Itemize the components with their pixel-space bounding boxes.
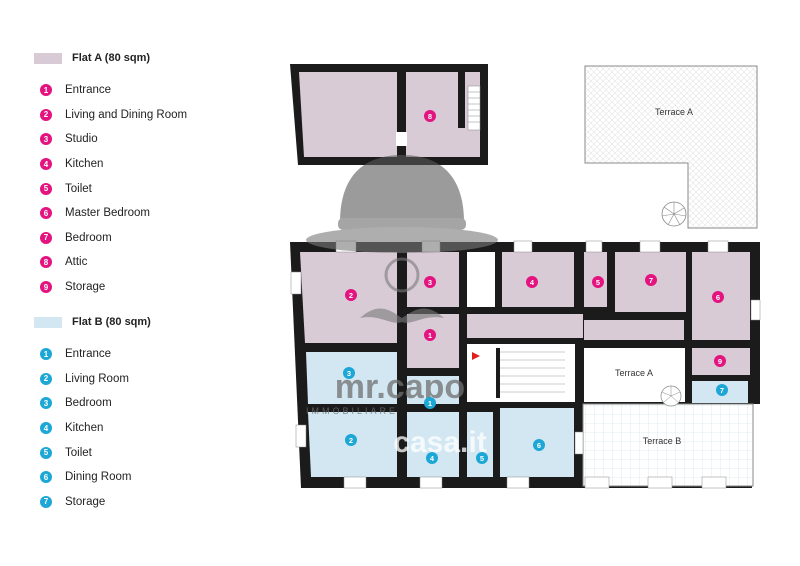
- flat-b-swatch: [34, 316, 62, 328]
- legend-label-b-4: Kitchen: [65, 422, 104, 435]
- flat-a-swatch: [34, 52, 62, 64]
- legend-item-b-4: 4 Kitchen: [34, 416, 151, 441]
- plan-marker-a-bedroom: 7: [649, 276, 653, 285]
- legend-flat-b: Flat B (80 sqm) 1 Entrance 2 Living Room 3…: [34, 314, 151, 514]
- legend-flat-a: Flat A (80 sqm) 1 Entrance 2 Living and Di…: [34, 50, 187, 299]
- watermark-subtitle: IMMOBILIARE: [306, 406, 398, 416]
- terrace-a-lower-label: Terrace A: [615, 368, 653, 378]
- legend-item-b-1: 1 Entrance: [34, 342, 151, 367]
- legend-item-a-1: 1 Entrance: [34, 78, 187, 103]
- legend-label-a-3: Studio: [65, 133, 98, 146]
- marker-a-3: 3: [40, 133, 52, 146]
- legend-label-a-6: Master Bedroom: [65, 207, 151, 220]
- legend-label-b-5: Toilet: [65, 446, 92, 459]
- flat-b-markers: 3 1 2 4 5 6 7: [343, 367, 728, 464]
- plan-marker-b-kitchen: 4: [430, 454, 435, 463]
- watermark-site: casa.it: [393, 426, 486, 459]
- terrace-a-upper-label: Terrace A: [655, 107, 693, 117]
- upper-terrace: [584, 65, 758, 229]
- legend-item-b-6: 6 Dining Room: [34, 465, 151, 490]
- legend-item-a-2: 2 Living and Dining Room: [34, 103, 187, 128]
- legend-label-b-6: Dining Room: [65, 471, 132, 484]
- flat-b-title: Flat B (80 sqm): [72, 316, 151, 328]
- legend-item-a-4: 4 Kitchen: [34, 152, 187, 177]
- legend-item-a-8: 8 Attic: [34, 250, 187, 275]
- marker-a-6: 6: [40, 207, 52, 220]
- legend-item-a-7: 7 Bedroom: [34, 226, 187, 251]
- legend-label-b-7: Storage: [65, 495, 106, 508]
- plan-marker-b-bedroom: 3: [347, 369, 351, 378]
- marker-b-1: 1: [40, 348, 52, 361]
- marker-b-2: 2: [40, 372, 52, 385]
- marker-b-5: 5: [40, 446, 52, 459]
- legend-label-a-2: Living and Dining Room: [65, 108, 188, 121]
- plan-marker-a-studio: 3: [428, 278, 432, 287]
- legend-item-b-5: 5 Toilet: [34, 440, 151, 465]
- legend-label-a-4: Kitchen: [65, 158, 104, 171]
- legend-item-a-5: 5 Toilet: [34, 176, 187, 201]
- plan-marker-a-entrance: 1: [428, 331, 432, 340]
- marker-b-6: 6: [40, 471, 52, 484]
- legend-item-b-3: 3 Bedroom: [34, 391, 151, 416]
- plan-marker-a-attic: 8: [428, 112, 432, 121]
- legend-item-b-2: 2 Living Room: [34, 367, 151, 392]
- flat-a-markers: 8 2 3 4 5 7 6 1 9: [345, 110, 726, 367]
- legend-item-a-6: 6 Master Bedroom: [34, 201, 187, 226]
- watermark-brand: mr.capo: [335, 368, 465, 406]
- plan-marker-b-storage: 7: [720, 386, 724, 395]
- marker-a-8: 8: [40, 256, 52, 269]
- legend-label-b-2: Living Room: [65, 372, 129, 385]
- flat-a-title: Flat A (80 sqm): [72, 52, 151, 64]
- main-floor: [290, 242, 760, 488]
- legend-label-a-9: Storage: [65, 281, 106, 294]
- plan-marker-b-toilet: 5: [480, 454, 484, 463]
- plan-marker-b-dining: 6: [537, 441, 541, 450]
- plan-marker-a-kitchen: 4: [530, 278, 535, 287]
- legend-label-b-1: Entrance: [65, 348, 112, 361]
- marker-b-4: 4: [40, 422, 52, 435]
- marker-a-7: 7: [40, 231, 52, 244]
- marker-b-3: 3: [40, 397, 52, 410]
- legend-item-b-7: 7 Storage: [34, 490, 151, 515]
- legend-header-flat-b: Flat B (80 sqm): [34, 314, 151, 330]
- terrace-b-label: Terrace B: [643, 436, 682, 446]
- marker-b-7: 7: [40, 495, 52, 508]
- attic-block: [290, 64, 488, 165]
- watermark: [306, 155, 498, 323]
- legend-label-a-1: Entrance: [65, 84, 112, 97]
- plan-marker-a-living: 2: [349, 291, 353, 300]
- marker-a-1: 1: [40, 84, 52, 97]
- plan-marker-a-toilet: 5: [596, 278, 600, 287]
- legend-label-a-5: Toilet: [65, 182, 92, 195]
- legend-label-a-8: Attic: [65, 256, 88, 269]
- plan-marker-b-entrance: 1: [428, 399, 432, 408]
- marker-a-9: 9: [40, 281, 52, 294]
- plan-marker-a-master: 6: [716, 293, 720, 302]
- legend-item-a-3: 3 Studio: [34, 127, 187, 152]
- legend-header-flat-a: Flat A (80 sqm): [34, 50, 187, 66]
- marker-a-4: 4: [40, 158, 52, 171]
- legend-item-a-9: 9 Storage: [34, 275, 187, 300]
- plan-marker-a-storage: 9: [718, 357, 722, 366]
- marker-a-5: 5: [40, 182, 52, 195]
- plan-marker-b-living: 2: [349, 436, 353, 445]
- legend-label-b-3: Bedroom: [65, 397, 112, 410]
- marker-a-2: 2: [40, 108, 52, 121]
- legend-label-a-7: Bedroom: [65, 231, 112, 244]
